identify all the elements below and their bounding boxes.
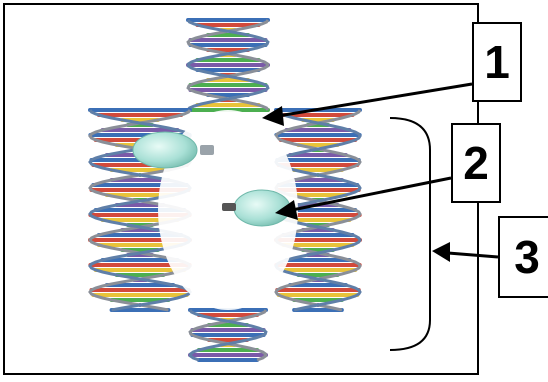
callout-label-2: 2 — [463, 137, 489, 189]
arrow-1 — [262, 82, 473, 126]
polymerase-enzyme — [222, 189, 291, 227]
replication-bracket — [389, 117, 431, 351]
callout-label-1: 1 — [484, 36, 510, 88]
helicase-enzyme — [132, 131, 214, 169]
helix-bottom-segment — [188, 308, 268, 362]
callout-box-1: 1 — [472, 22, 522, 102]
callout-label-3: 3 — [514, 231, 540, 283]
arrow-3 — [432, 242, 499, 262]
callout-box-2: 2 — [451, 123, 501, 203]
callout-box-3: 3 — [498, 216, 548, 298]
arrow-2 — [275, 176, 452, 220]
